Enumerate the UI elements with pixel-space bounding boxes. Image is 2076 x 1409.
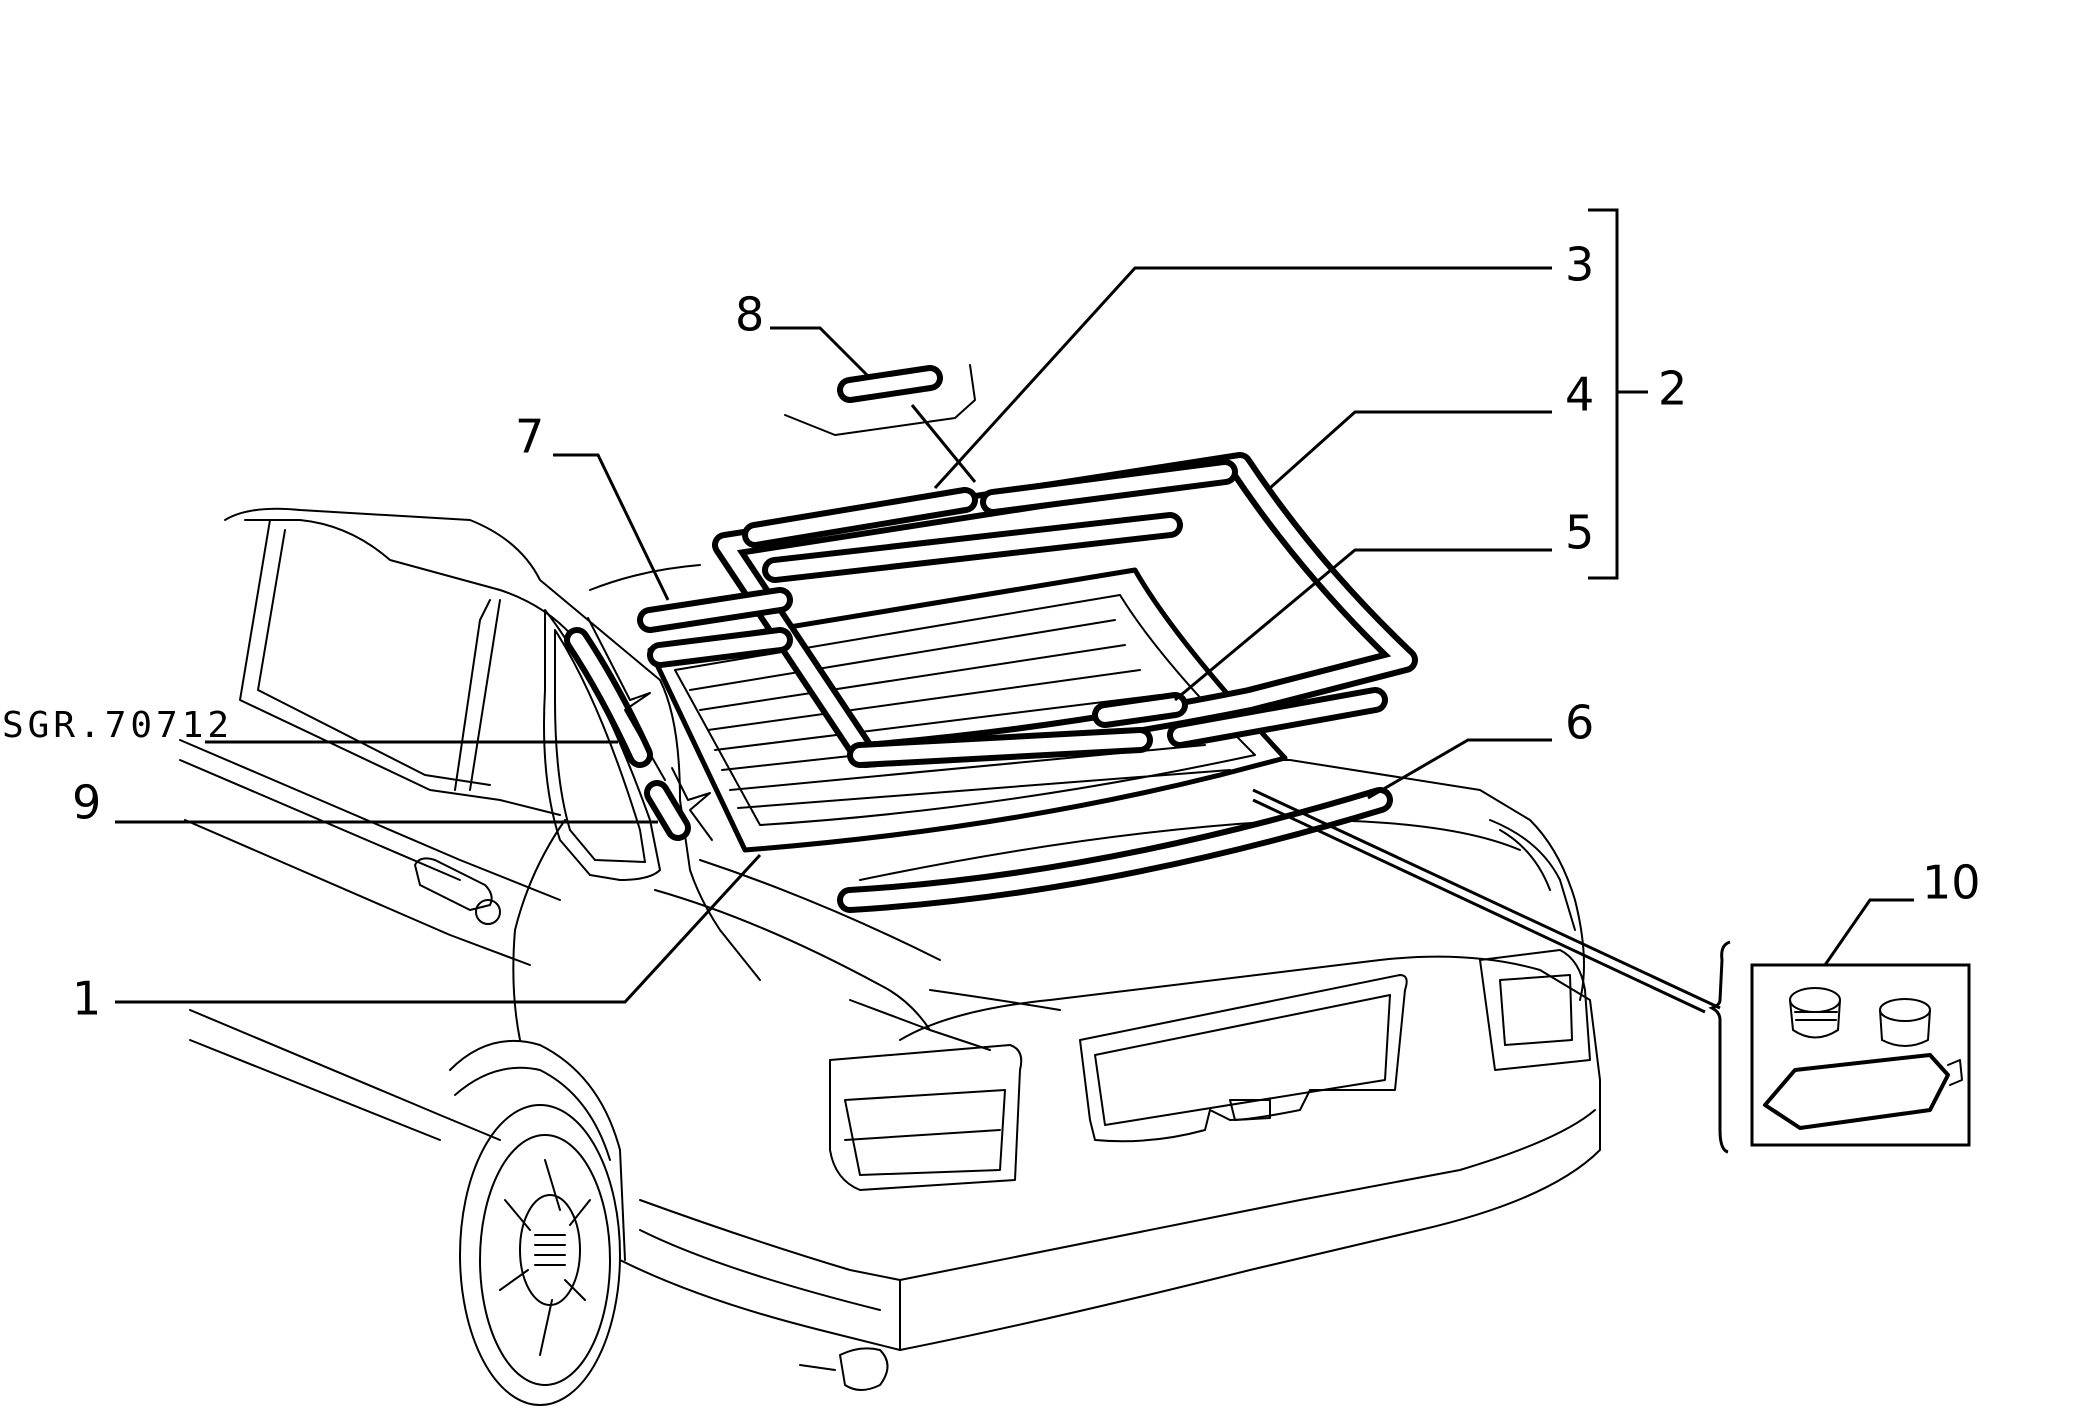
group-bracket-2 <box>1588 208 1648 580</box>
callout-4: 4 <box>1565 368 1594 422</box>
callout-5: 5 <box>1565 506 1594 560</box>
leader-lines <box>115 266 1914 1014</box>
callout-1: 1 <box>72 972 101 1026</box>
callout-3: 3 <box>1565 238 1594 292</box>
callout-2: 2 <box>1658 362 1687 416</box>
detail-brackets <box>587 364 976 841</box>
callout-9: 9 <box>72 776 101 830</box>
group-bracket-10 <box>1708 940 1731 1154</box>
callout-8: 8 <box>735 288 764 342</box>
callout-labels: 1 2 3 4 5 6 7 8 9 10 SGR.70712 <box>2 238 1981 1026</box>
reference-code: SGR.70712 <box>2 705 233 746</box>
callout-6: 6 <box>1565 696 1594 750</box>
callout-10: 10 <box>1922 856 1981 910</box>
callout-7: 7 <box>515 410 544 464</box>
adhesive-kit-box <box>1750 963 1971 1147</box>
